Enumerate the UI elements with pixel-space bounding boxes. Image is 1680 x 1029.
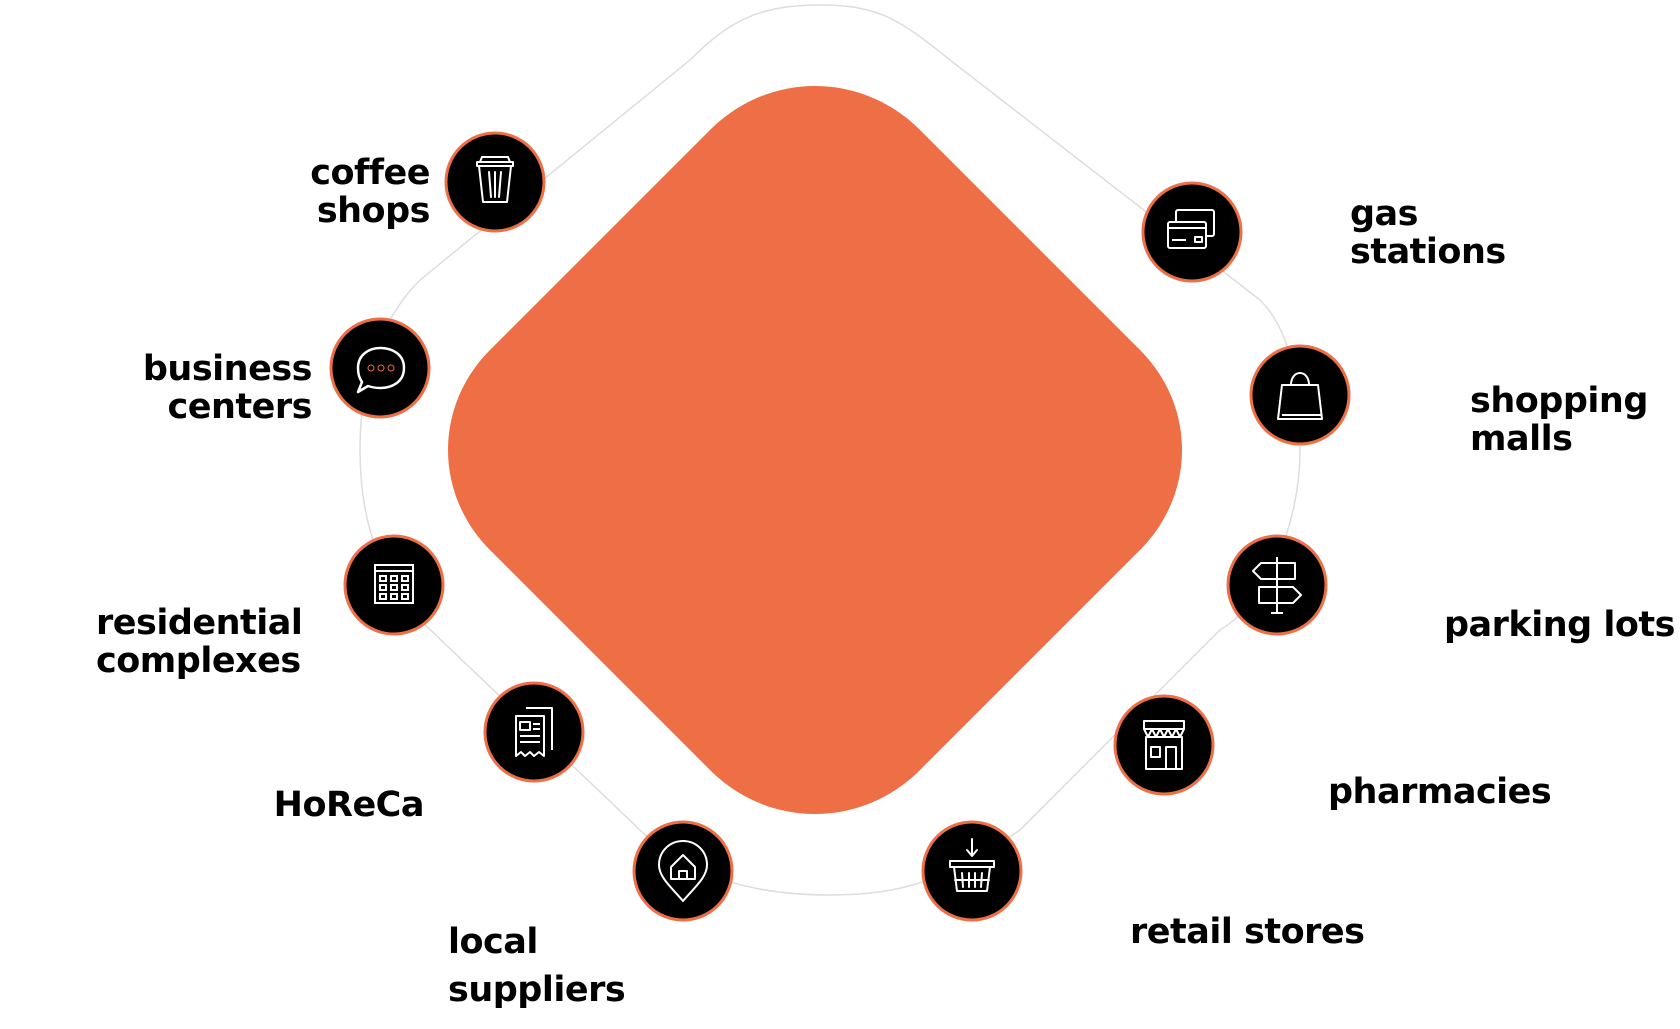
label-line: centers: [167, 387, 313, 427]
node-gas-stations: [1141, 181, 1243, 283]
node-retail-stores: [921, 820, 1023, 922]
label-line: retail stores: [1130, 912, 1365, 952]
label-shopping-malls: shopping malls: [1470, 382, 1648, 458]
label-business-centers: business centers: [142, 349, 313, 427]
label-retail-stores: retail stores: [1130, 912, 1365, 952]
label-gas-stations: gas stations: [1350, 195, 1506, 271]
label-pharmacies: pharmacies: [1328, 772, 1552, 812]
node-shopping-malls: [1249, 344, 1351, 446]
node-business-centers: [329, 317, 431, 419]
label-line: pharmacies: [1328, 772, 1552, 812]
signpost-icon: [1252, 557, 1302, 614]
speech-bubble-icon: [356, 346, 406, 394]
node-horeca: [483, 681, 585, 783]
label-line: suppliers: [448, 970, 626, 1010]
node-pharmacies: [1113, 694, 1215, 796]
shopping-basket-icon: [949, 838, 995, 892]
building-icon: [374, 564, 414, 604]
storefront-icon: [1143, 720, 1185, 770]
center-rounded-diamond: [448, 86, 1182, 814]
node-local-suppliers: [632, 820, 734, 922]
node-parking-lots: [1226, 534, 1328, 636]
label-line: HoReCa: [273, 785, 425, 825]
label-local-suppliers: local suppliers: [448, 918, 626, 1014]
node-residential-complexes: [343, 534, 445, 636]
label-coffee-shops: coffee shops: [310, 154, 430, 230]
label-horeca: HoReCa: [273, 785, 425, 825]
label-parking-lots: parking lots: [1444, 606, 1675, 644]
coffee-cup-icon: [476, 156, 514, 203]
label-line: shops: [316, 191, 431, 231]
label-line: parking lots: [1444, 605, 1675, 645]
label-line: complexes: [96, 641, 301, 681]
label-line: malls: [1470, 419, 1573, 459]
label-residential-complexes: residential complexes: [96, 603, 303, 681]
label-line: stations: [1350, 232, 1506, 272]
label-line: coffee: [310, 153, 430, 193]
payment-card-icon: [1167, 209, 1215, 249]
label-line: gas: [1350, 194, 1419, 234]
label-line: residential: [96, 603, 303, 643]
home-location-pin-icon: [658, 840, 708, 902]
label-line: business: [142, 349, 313, 389]
label-line: shopping: [1470, 381, 1648, 421]
receipt-icon: [515, 707, 553, 757]
shopping-bag-icon: [1277, 372, 1323, 420]
label-line: local: [448, 922, 538, 962]
node-coffee-shops: [444, 131, 546, 233]
